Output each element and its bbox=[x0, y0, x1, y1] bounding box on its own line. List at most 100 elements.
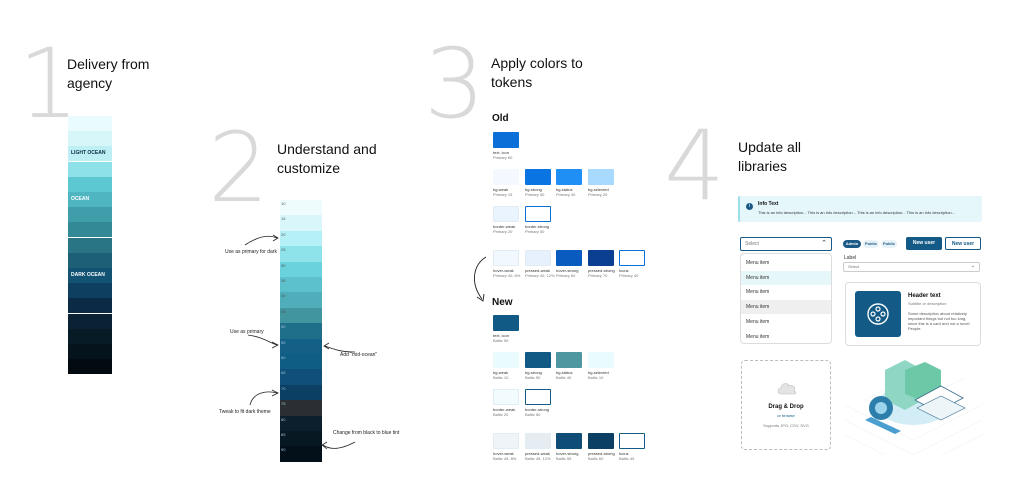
agency-swatch bbox=[68, 116, 112, 131]
isometric-illustration bbox=[845, 360, 982, 456]
agency-swatch bbox=[68, 298, 112, 314]
annotation-arrows bbox=[244, 234, 356, 450]
step-title-3: Apply colors to tokens bbox=[491, 55, 583, 90]
scale-swatch: 75 bbox=[280, 400, 322, 417]
token-sub: Primary 60 bbox=[493, 155, 513, 160]
new-user-primary-button[interactable]: New user bbox=[906, 237, 942, 250]
token-sub: Primary 40 bbox=[556, 192, 576, 197]
token-swatch bbox=[525, 206, 551, 222]
field-select[interactable]: Select ⌄ bbox=[843, 262, 980, 272]
token-swatch bbox=[493, 132, 519, 148]
scale-swatch: 10 bbox=[280, 200, 322, 216]
scale-swatch: 50 bbox=[280, 323, 322, 340]
agency-swatch bbox=[68, 344, 112, 359]
token-swatch bbox=[619, 250, 645, 266]
menu-item[interactable]: Menu item bbox=[741, 300, 831, 315]
token-sub: Baltic 60 bbox=[588, 456, 604, 461]
new-user-secondary-button[interactable]: New user bbox=[945, 237, 981, 250]
step-number-2: 2 bbox=[208, 112, 270, 224]
step-title-2: Understand and customize bbox=[277, 141, 377, 176]
browse-link[interactable]: or browse bbox=[777, 413, 795, 418]
tag-public-1: Public bbox=[863, 240, 879, 248]
cloud-upload-icon bbox=[777, 383, 797, 395]
token-sub: Baltic 45, 12% bbox=[525, 456, 551, 461]
step-number-4: 4 bbox=[664, 110, 726, 222]
token-swatch bbox=[493, 433, 519, 449]
agency-swatch bbox=[68, 237, 112, 253]
token-sub: Primary 70 bbox=[588, 273, 608, 278]
agency-swatch bbox=[68, 222, 112, 238]
field-placeholder: Select bbox=[848, 264, 860, 269]
content-card[interactable]: Header text Subtitle or description Some… bbox=[845, 282, 981, 346]
annotation-primary: Use as primary bbox=[230, 329, 264, 335]
scale-swatch: 90 bbox=[280, 446, 322, 463]
token-swatch bbox=[525, 433, 551, 449]
token-sub: Baltic 55 bbox=[556, 456, 572, 461]
file-drop-zone[interactable]: Drag & Drop or browse Supports JPG, CSV,… bbox=[741, 360, 831, 450]
menu-item[interactable]: Menu item bbox=[746, 260, 770, 266]
token-sub: Primary 60 bbox=[556, 273, 576, 278]
token-swatch bbox=[556, 250, 582, 266]
token-sub: Primary 20 bbox=[588, 192, 608, 197]
menu-item[interactable]: Menu item bbox=[746, 333, 770, 340]
menu-item[interactable]: Menu item bbox=[746, 289, 770, 296]
token-swatch bbox=[493, 250, 519, 266]
card-subtitle: Subtitle or description bbox=[908, 301, 947, 306]
token-swatch bbox=[588, 250, 614, 266]
scale-swatch: 85 bbox=[280, 431, 322, 447]
agency-swatch bbox=[68, 131, 112, 147]
film-reel-icon bbox=[867, 303, 889, 325]
token-swatch bbox=[556, 352, 582, 368]
token-sub: Primary 40, 12% bbox=[525, 273, 555, 278]
token-swatch bbox=[525, 169, 551, 185]
token-swatch bbox=[493, 352, 519, 368]
scale-swatch: 55 bbox=[280, 338, 322, 355]
card-title: Header text bbox=[908, 293, 941, 299]
token-swatch bbox=[493, 389, 519, 405]
token-sub: Baltic 50 bbox=[525, 375, 541, 380]
agency-swatch: OCEAN bbox=[68, 192, 112, 207]
scale-swatch: 45 bbox=[280, 307, 322, 324]
token-sub: Baltic 10 bbox=[493, 375, 509, 380]
scale-swatch: 25 bbox=[280, 246, 322, 263]
token-sub: Baltic 10 bbox=[588, 375, 604, 380]
annotation-dark-theme: Tweak to fit dark theme bbox=[219, 409, 271, 415]
select-placeholder: Select bbox=[745, 241, 759, 247]
menu-item[interactable]: Menu item bbox=[741, 270, 831, 285]
old-label: Old bbox=[492, 113, 509, 124]
scale-swatch: 40 bbox=[280, 292, 322, 309]
token-swatch bbox=[493, 206, 519, 222]
select-dropdown[interactable]: Select ⌃ bbox=[740, 237, 832, 251]
menu-item[interactable]: Menu item bbox=[746, 318, 770, 325]
drop-formats: Supports JPG, CSV, SVG bbox=[763, 423, 809, 428]
scale-swatch: 60 bbox=[280, 354, 322, 370]
token-swatch bbox=[588, 169, 614, 185]
scale-swatch: 65 bbox=[280, 369, 322, 386]
token-swatch bbox=[588, 433, 614, 449]
token-sub: Primary 40 bbox=[619, 273, 639, 278]
new-label: New bbox=[492, 297, 513, 308]
token-sub: Baltic 20 bbox=[493, 412, 509, 417]
old-to-new-arrow bbox=[474, 256, 487, 302]
token-sub: Primary 40, 8% bbox=[493, 273, 521, 278]
info-banner: i Info Text This is an info description.… bbox=[738, 196, 982, 222]
chevron-down-icon: ⌄ bbox=[970, 263, 975, 269]
